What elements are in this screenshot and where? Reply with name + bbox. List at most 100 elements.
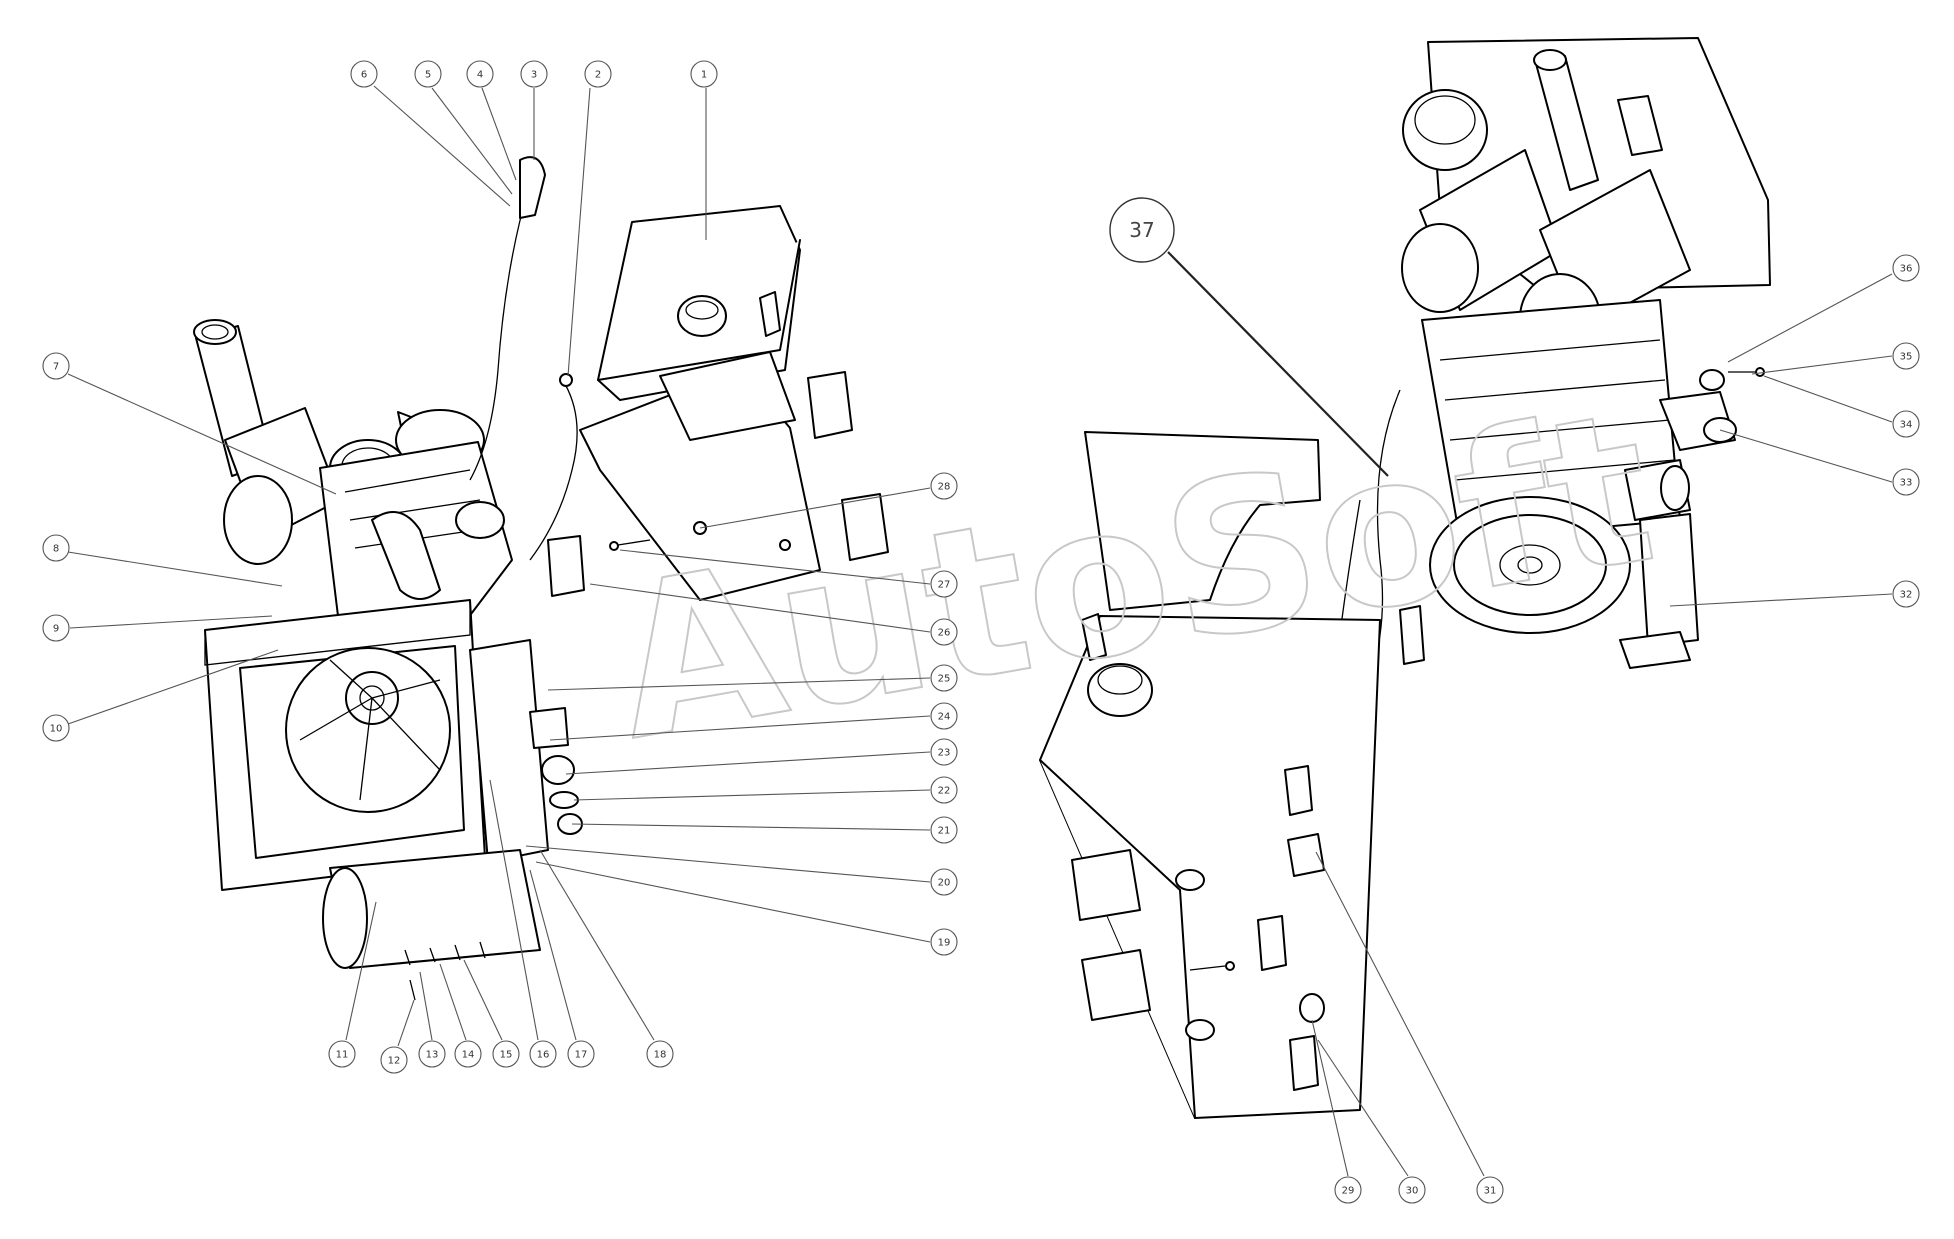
callout-balloon-14 <box>454 1040 482 1068</box>
callout-32: 32 <box>1669 580 1920 608</box>
callout-label-3: 3 <box>531 70 537 81</box>
callout-2: 2 <box>567 60 612 377</box>
callout-balloon-35 <box>1892 342 1920 370</box>
callout-leader-19 <box>535 861 931 943</box>
callout-leader-2 <box>567 87 591 377</box>
callout-25: 25 <box>547 664 958 692</box>
callout-7: 7 <box>42 352 337 495</box>
callout-label-17: 17 <box>575 1050 588 1061</box>
callout-leader-15 <box>463 959 503 1041</box>
callout-label-9: 9 <box>53 624 59 635</box>
callout-balloon-29 <box>1334 1176 1362 1204</box>
callout-balloon-30 <box>1398 1176 1426 1204</box>
callout-balloon-21 <box>930 816 958 844</box>
callout-leader-17 <box>529 869 577 1041</box>
callout-balloon-25 <box>930 664 958 692</box>
callout-label-12: 12 <box>388 1056 401 1067</box>
callout-label-37: 37 <box>1129 218 1154 242</box>
callout-leader-22 <box>573 789 931 801</box>
callout-balloon-18 <box>646 1040 674 1068</box>
callout-label-15: 15 <box>500 1050 513 1061</box>
callout-label-11: 11 <box>336 1050 349 1061</box>
callout-leader-33 <box>1719 429 1893 483</box>
callout-balloon-33 <box>1892 468 1920 496</box>
callout-balloon-16 <box>529 1040 557 1068</box>
callout-label-33: 33 <box>1900 478 1913 489</box>
callout-balloon-36 <box>1892 254 1920 282</box>
callout-leader-31 <box>1315 851 1485 1177</box>
callout-label-14: 14 <box>462 1050 475 1061</box>
callout-balloon-17 <box>567 1040 595 1068</box>
callout-balloon-28 <box>930 472 958 500</box>
callout-9: 9 <box>42 614 273 642</box>
callout-balloon-9 <box>42 614 70 642</box>
callout-balloon-13 <box>418 1040 446 1068</box>
callout-16: 16 <box>489 779 557 1068</box>
callout-balloon-34 <box>1892 410 1920 438</box>
callout-leader-24 <box>549 715 931 741</box>
callout-4: 4 <box>466 60 517 181</box>
callout-label-19: 19 <box>938 938 951 949</box>
callout-label-6: 6 <box>361 70 367 81</box>
callout-balloon-26 <box>930 618 958 646</box>
callout-balloon-11 <box>328 1040 356 1068</box>
callout-18: 18 <box>539 849 674 1068</box>
callout-leader-4 <box>481 87 517 181</box>
callout-leader-6 <box>373 85 511 207</box>
callout-balloon-31 <box>1476 1176 1504 1204</box>
callout-balloon-1 <box>690 60 718 88</box>
callout-leader-30 <box>1317 1039 1409 1177</box>
callout-leader-21 <box>571 823 931 831</box>
callout-leader-13 <box>419 971 433 1041</box>
callout-leader-8 <box>67 551 283 587</box>
callout-balloon-15 <box>492 1040 520 1068</box>
callout-15: 15 <box>463 959 520 1068</box>
callout-leader-28 <box>699 487 931 529</box>
callout-label-18: 18 <box>654 1050 667 1061</box>
callout-1: 1 <box>690 60 718 240</box>
callout-34: 34 <box>1763 375 1920 438</box>
callout-balloon-5 <box>414 60 442 88</box>
callout-37: 37 <box>1109 197 1389 477</box>
callout-33: 33 <box>1719 429 1920 496</box>
callout-label-36: 36 <box>1900 264 1913 275</box>
callout-leader-5 <box>431 87 513 195</box>
callout-6: 6 <box>350 60 511 207</box>
callout-balloon-12 <box>380 1046 408 1074</box>
callout-balloon-22 <box>930 776 958 804</box>
callout-17: 17 <box>529 869 595 1068</box>
callout-leader-27 <box>619 549 931 585</box>
callout-balloon-23 <box>930 738 958 766</box>
callout-label-32: 32 <box>1900 590 1913 601</box>
callout-leader-29 <box>1311 1019 1349 1177</box>
callout-balloon-10 <box>42 714 70 742</box>
callout-label-27: 27 <box>938 580 951 591</box>
callout-balloon-27 <box>930 570 958 598</box>
callout-19: 19 <box>535 861 958 956</box>
callout-label-22: 22 <box>938 786 951 797</box>
callout-label-16: 16 <box>537 1050 550 1061</box>
left-assembly-drawing <box>193 156 889 1001</box>
callout-20: 20 <box>525 845 958 896</box>
callout-leader-25 <box>547 677 931 691</box>
callout-label-2: 2 <box>595 70 601 81</box>
callout-label-35: 35 <box>1900 352 1913 363</box>
callout-leader-12 <box>397 999 415 1047</box>
callout-leader-18 <box>539 849 655 1041</box>
callout-label-30: 30 <box>1406 1186 1419 1197</box>
callout-leader-9 <box>69 615 273 629</box>
callout-leader-34 <box>1763 375 1893 423</box>
callout-label-23: 23 <box>938 748 951 759</box>
callout-balloon-19 <box>930 928 958 956</box>
callout-leader-35 <box>1751 355 1893 375</box>
callout-leader-11 <box>345 901 377 1041</box>
callout-balloon-2 <box>584 60 612 88</box>
callout-leader-10 <box>67 649 279 725</box>
callout-27: 27 <box>619 549 958 598</box>
callout-label-5: 5 <box>425 70 431 81</box>
right-assembly-drawing <box>1039 37 1771 1119</box>
callout-12: 12 <box>380 999 415 1074</box>
callout-11: 11 <box>328 901 377 1068</box>
